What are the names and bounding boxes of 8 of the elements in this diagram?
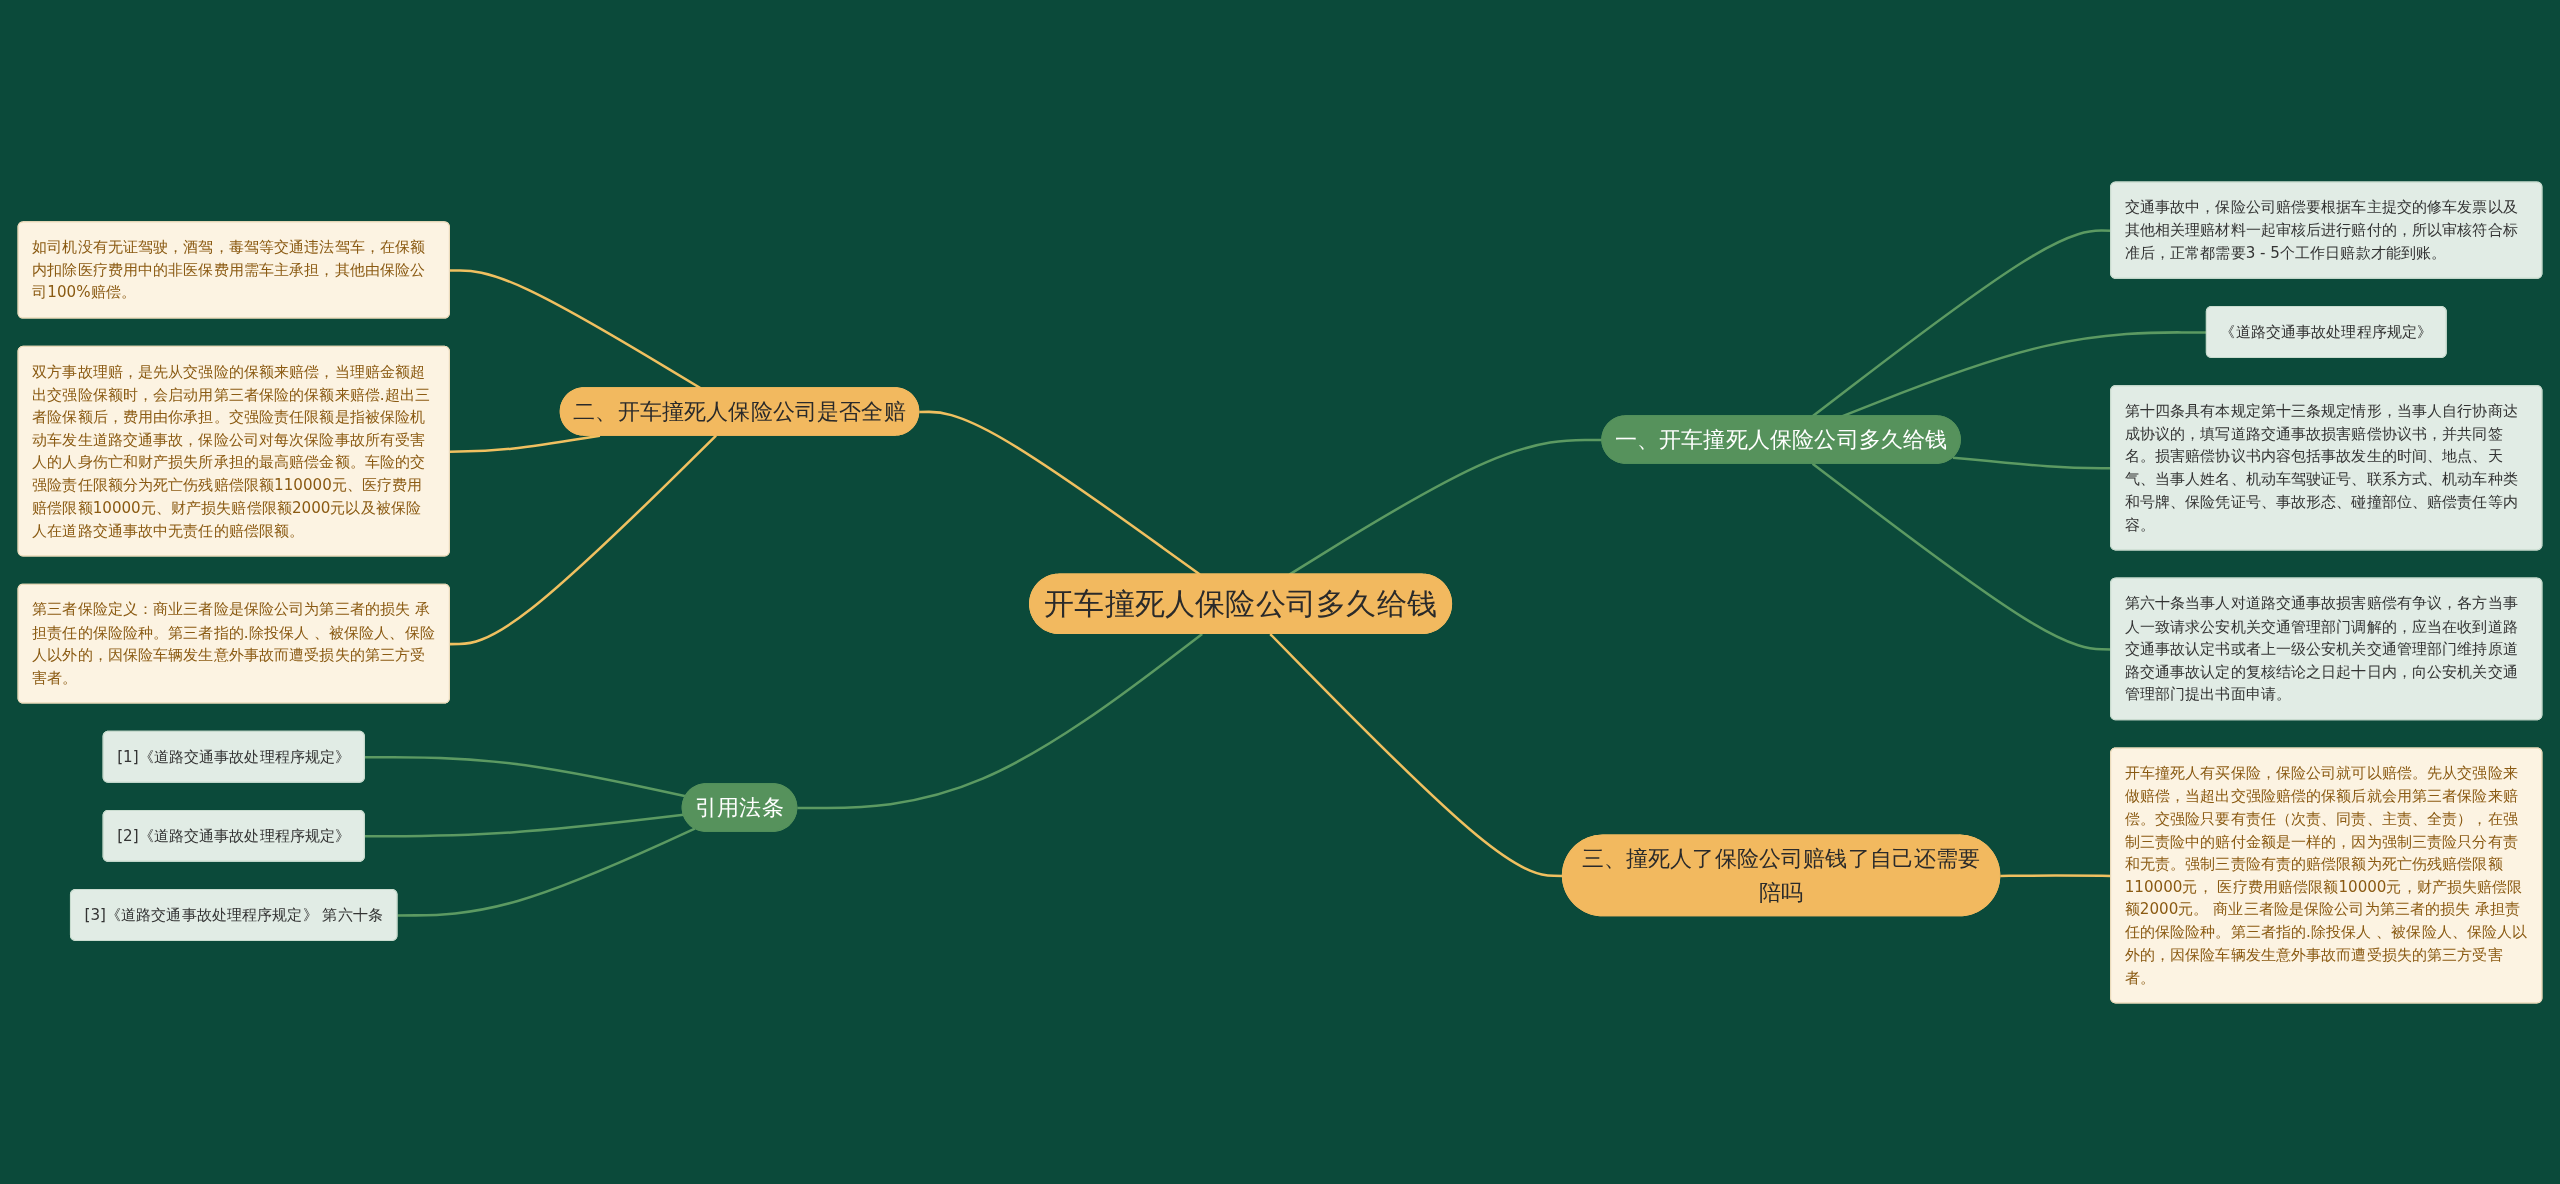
connector [797, 632, 1203, 809]
connector [449, 434, 717, 645]
connector [364, 755, 687, 798]
connector [364, 813, 684, 838]
connector [449, 433, 601, 453]
connector [449, 268, 702, 389]
connector [1269, 632, 1563, 877]
connector [397, 827, 696, 917]
